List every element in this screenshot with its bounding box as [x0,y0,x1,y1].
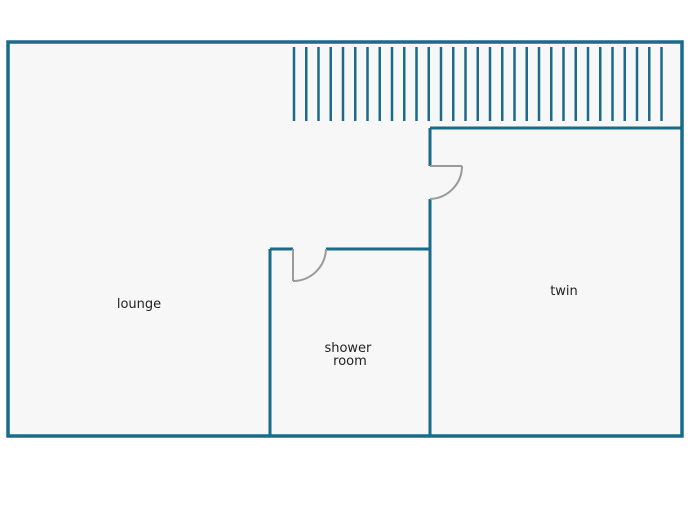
door-twin[interactable] [429,165,463,200]
room-label-lounge: lounge [117,297,161,312]
door-shower-room[interactable] [292,248,327,282]
doors [292,165,463,282]
room-labels: lounge shower room twin [117,284,578,369]
floor-area [8,42,682,436]
room-label-shower-room: shower room [324,341,375,369]
room-label-twin: twin [550,284,578,299]
outer-wall [6,40,684,438]
stairs [292,47,663,121]
interior-walls [268,126,682,436]
